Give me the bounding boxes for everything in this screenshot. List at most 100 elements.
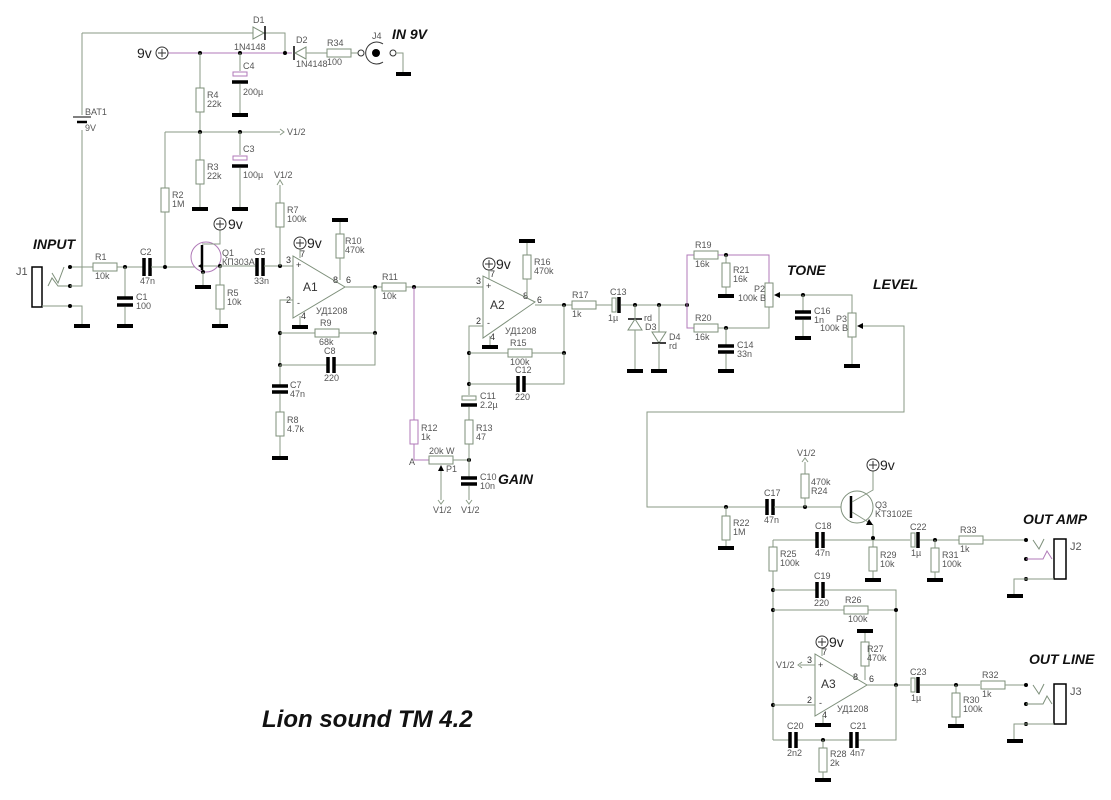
p3-value: 100k B	[820, 323, 848, 333]
r11-value: 10k	[382, 291, 397, 301]
bat1-ref: BAT1	[85, 107, 107, 117]
r30-ref: R30	[963, 695, 980, 705]
output-jack-j2[interactable]: J2	[1007, 538, 1082, 598]
c1-value: 100	[136, 301, 151, 311]
vhalf-label: V1/2	[461, 505, 480, 515]
p3-ref: P3	[836, 314, 847, 324]
a2-pin7: 7	[490, 269, 495, 279]
d1-value: 1N4148	[234, 42, 266, 52]
power-9v-symbol: 9v	[815, 634, 844, 650]
a2-ref: A2	[490, 298, 505, 312]
capacitor-c23: C23 1µ	[910, 667, 927, 703]
r1-ref: R1	[95, 252, 107, 262]
a3-plus: +	[818, 660, 823, 670]
resistor-r8: R8 4.7k	[275, 411, 305, 437]
q3-ref: Q3	[875, 500, 887, 510]
a3-pin8: 8	[853, 672, 858, 682]
vhalf-label: V1/2	[776, 660, 795, 670]
r16-value: 470k	[534, 266, 554, 276]
c17-ref: C17	[764, 488, 781, 498]
resistor-r4: R4 22k	[195, 87, 222, 113]
j1-ref: J1	[16, 266, 28, 278]
resistor-r15: R15 100k	[507, 338, 533, 367]
r32-value: 1k	[982, 689, 992, 699]
a1-value: УД1208	[316, 306, 347, 316]
capacitor-c1: C1 100	[117, 292, 151, 311]
power-9v-symbol: 9v	[213, 216, 243, 232]
r5-ref: R5	[227, 288, 239, 298]
c5-ref: C5	[254, 247, 266, 257]
capacitor-c16: C16 1n	[795, 306, 831, 325]
resistor-r5: R5 10k	[215, 284, 242, 310]
resistor-r28: R28 2k	[818, 747, 847, 773]
resistor-r19: R19 16k	[693, 240, 719, 269]
r28-value: 2k	[830, 758, 840, 768]
resistor-r16: R16 470k	[522, 254, 554, 280]
potentiometer-p3-level[interactable]: P3 100k B	[820, 312, 863, 338]
r26-ref: R26	[845, 595, 862, 605]
c23-ref: C23	[910, 667, 927, 677]
capacitor-c12: C12 220	[515, 365, 532, 402]
r25-ref: R25	[780, 549, 797, 559]
p1-value: 20k W	[429, 446, 455, 456]
a3-pin3: 3	[807, 655, 812, 665]
a1-ref: A1	[303, 280, 318, 294]
c16-ref: C16	[814, 306, 831, 316]
c13-value: 1µ	[608, 313, 618, 323]
resistor-r31: R31 100k	[930, 547, 962, 573]
power-9v-symbol: 9v	[866, 457, 895, 473]
transistor-q3: Q3 KT3102E	[840, 471, 913, 538]
r3-ref: R3	[207, 162, 219, 172]
r3-value: 22k	[207, 171, 222, 181]
potentiometer-p1[interactable]: 20k W P1 V1/2	[428, 446, 457, 515]
power-label: 9v	[496, 256, 511, 272]
q3-value: KT3102E	[875, 509, 913, 519]
resistor-r29: R29 10k	[868, 546, 897, 572]
r13-ref: R13	[476, 423, 493, 433]
capacitor-c11: C11 2.2µ	[461, 391, 498, 410]
resistor-r34: R34 100	[326, 38, 360, 67]
wire	[82, 32, 286, 53]
d4-value: rd	[669, 341, 677, 351]
gain-label: GAIN	[498, 471, 534, 487]
d2-ref: D2	[296, 35, 308, 45]
c11-ref: C11	[480, 391, 496, 401]
r2-ref: R2	[172, 190, 184, 200]
a1-pin3: 3	[286, 255, 291, 265]
r8-ref: R8	[287, 415, 299, 425]
resistor-r27: R27 470k	[860, 641, 887, 667]
power-label: 9v	[137, 45, 152, 61]
r1-value: 10k	[95, 271, 110, 281]
output-jack-j3[interactable]: J3	[1007, 683, 1082, 743]
potentiometer-p2-tone[interactable]: P2 100k B	[738, 282, 780, 308]
c14-value: 33n	[737, 349, 752, 359]
r12-value: 1k	[421, 432, 431, 442]
capacitor-c13: C13 1µ	[608, 287, 627, 323]
r28-ref: R28	[830, 749, 847, 759]
r27-value: 470k	[867, 653, 887, 663]
c19-value: 220	[814, 598, 829, 608]
c22-ref: C22	[910, 522, 927, 532]
resistor-r10: R10 470k	[335, 233, 365, 259]
capacitor-c8: C8 220	[324, 346, 339, 383]
input-jack-j1[interactable]: J1	[16, 266, 70, 308]
c3-ref: C3	[243, 144, 255, 154]
c17-value: 47n	[764, 515, 779, 525]
q1-value: КП303А	[222, 257, 255, 267]
r17-value: 1k	[572, 309, 582, 319]
c13-ref: C13	[610, 287, 627, 297]
r2-value: 1M	[172, 199, 185, 209]
r22-value: 1M	[733, 527, 746, 537]
r15-value: 100k	[510, 357, 530, 367]
battery-bat1: BAT1 9V	[73, 107, 107, 133]
capacitor-c22: C22 1µ	[910, 522, 927, 558]
r33-value: 1k	[960, 544, 970, 554]
r20-value: 16k	[695, 332, 710, 342]
r21-value: 16k	[733, 274, 748, 284]
c7-value: 47n	[290, 389, 305, 399]
p2-ref: P2	[754, 284, 765, 294]
power-jack-j4[interactable]: J4	[357, 31, 411, 76]
capacitor-c19: C19 220	[814, 571, 831, 608]
capacitor-c3: C3 100µ	[232, 144, 263, 180]
c14-ref: C14	[737, 340, 754, 350]
